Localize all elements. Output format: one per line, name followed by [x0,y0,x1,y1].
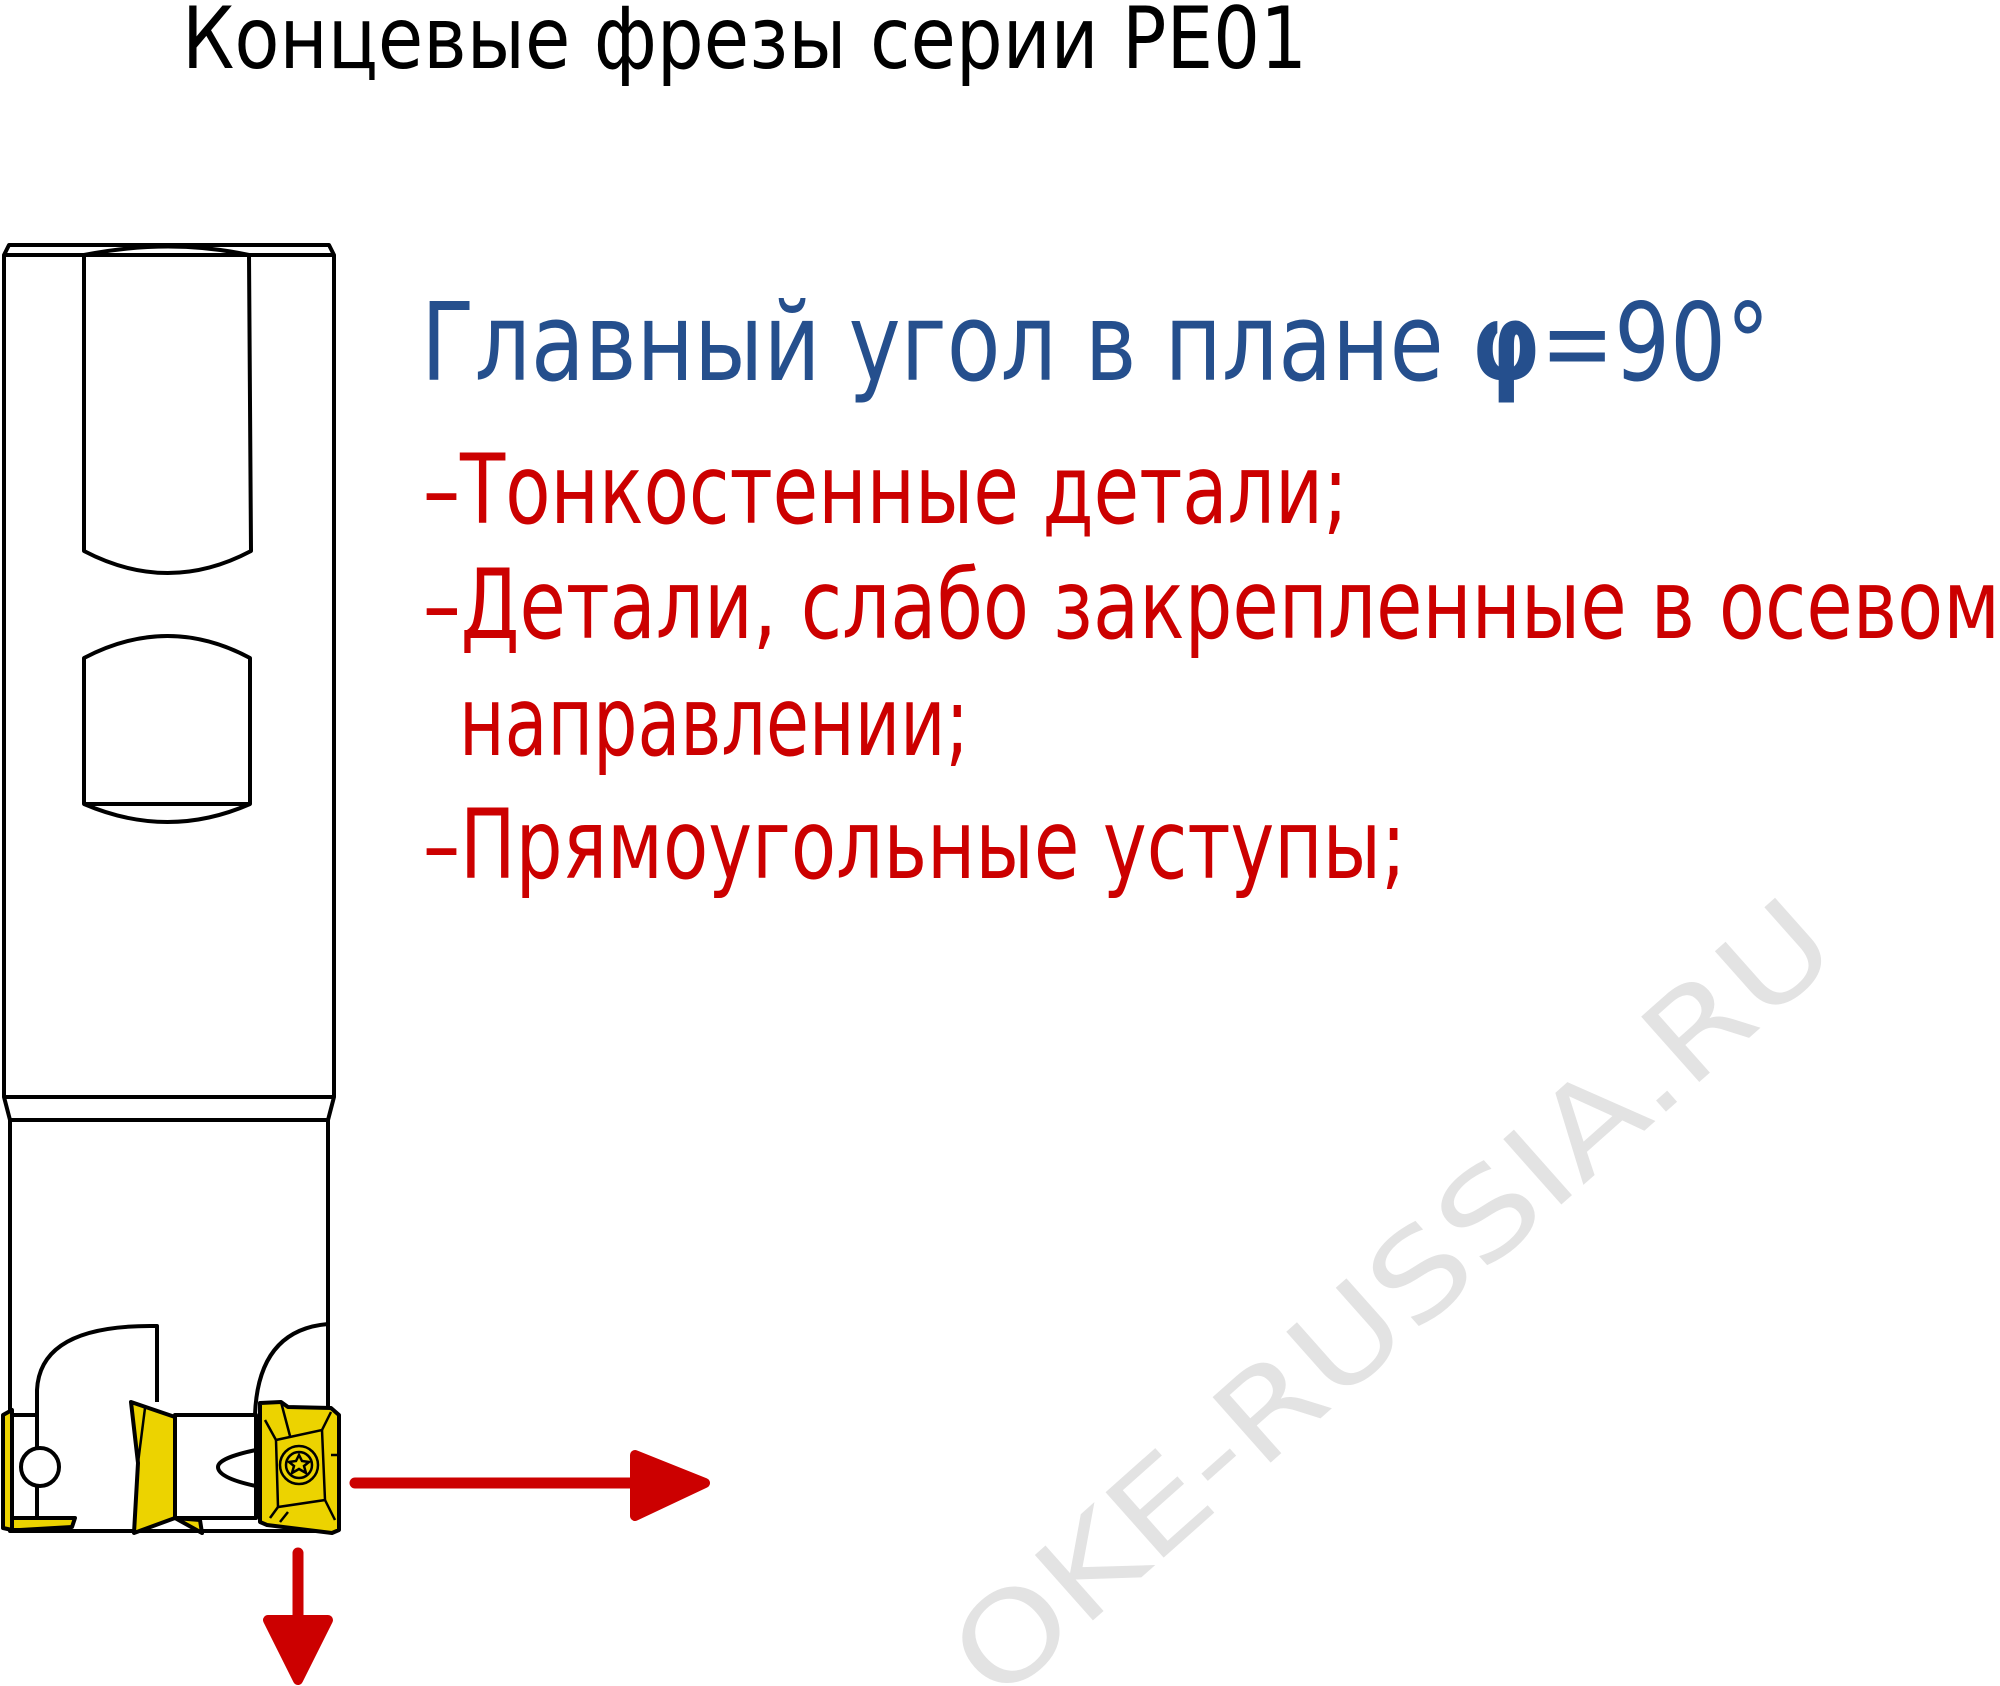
feed-arrow-radial [349,1450,710,1521]
feature-item: –Детали, слабо закрепленные в осевом [423,549,2000,661]
insert-screw [278,1444,320,1486]
main-angle-heading: Главный угол в плане φ=90° [421,281,1770,406]
shank [2,243,336,1122]
insert-middle [129,1400,177,1535]
coolant-hole [19,1446,61,1488]
upper-flat [82,244,253,575]
insert-left [1,1408,14,1532]
feature-item-continuation: направлении; [459,666,969,778]
watermark: OKE-RUSSIA.RU [924,873,1861,1686]
feature-item: –Тонкостенные детали; [423,434,1348,546]
heading-text: Главный угол в плане [421,281,1472,406]
angle-value: =90° [1540,281,1770,406]
diagram-title: Концевые фрезы серии PE01 [182,0,1307,89]
phi-symbol: φ [1472,281,1541,406]
feed-arrow-axial [263,1547,333,1685]
feature-item: –Прямоугольные уступы; [423,789,1406,901]
end-mill-drawing [1,243,341,1535]
torx-icon [285,1452,313,1476]
